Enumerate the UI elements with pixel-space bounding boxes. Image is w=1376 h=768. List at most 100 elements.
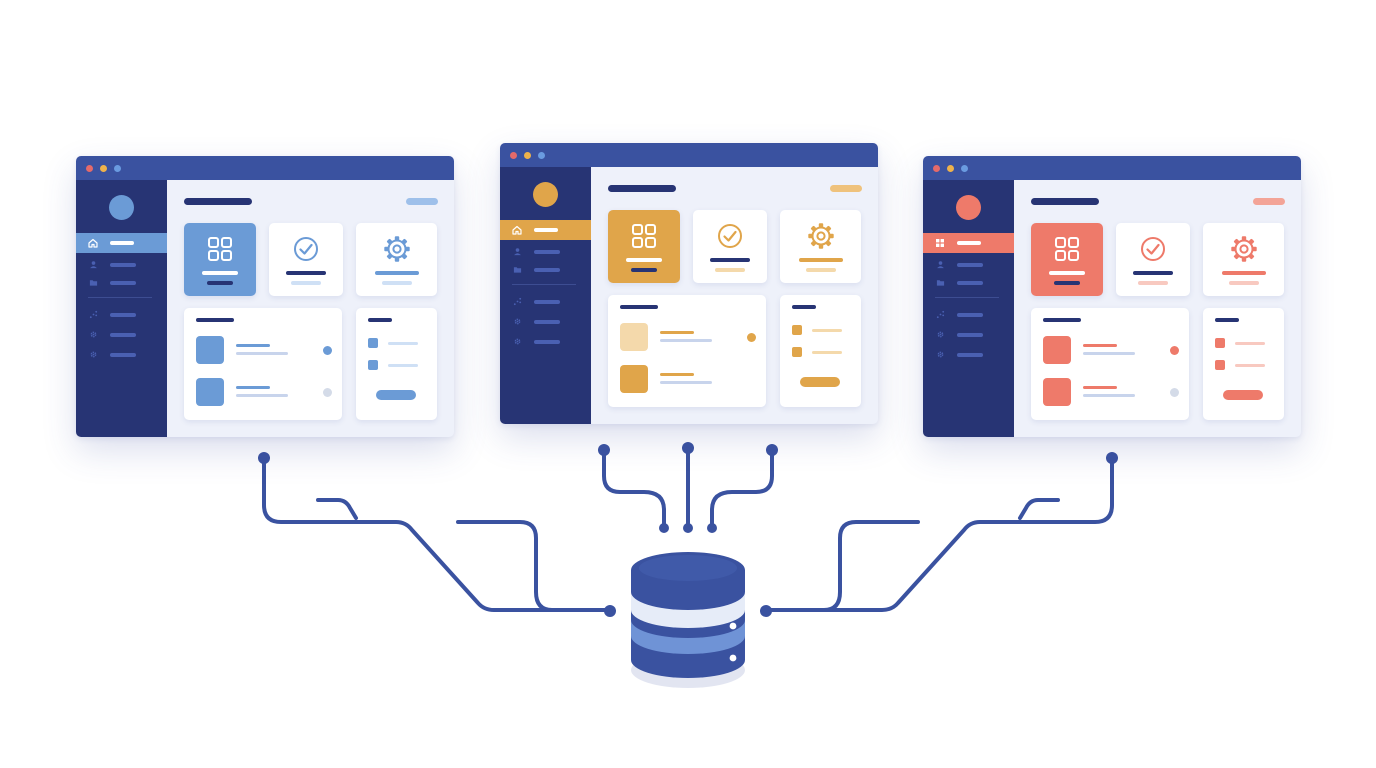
sidebar-item-label	[957, 333, 983, 337]
sidebar-item[interactable]	[923, 328, 1014, 342]
chart-icon	[89, 310, 98, 319]
sidebar-item[interactable]	[76, 258, 167, 272]
list-card-title	[1043, 318, 1081, 322]
grid-icon	[1055, 237, 1079, 261]
checkbox[interactable]	[792, 347, 802, 357]
card-title	[374, 271, 419, 275]
checklist-title	[1215, 318, 1239, 322]
feature-card-settings[interactable]	[780, 210, 861, 283]
gear-icon	[383, 236, 410, 262]
header-action-button[interactable]	[406, 198, 438, 205]
checkbox[interactable]	[1215, 338, 1225, 348]
feature-card-status[interactable]	[269, 223, 343, 296]
maximize-dot-icon[interactable]	[961, 165, 968, 172]
avatar[interactable]	[533, 182, 558, 207]
sidebar-item-label	[534, 340, 560, 344]
grid-icon	[936, 239, 944, 247]
close-dot-icon[interactable]	[510, 152, 517, 159]
sidebar-item[interactable]	[500, 245, 591, 259]
checklist-action-button[interactable]	[800, 377, 840, 387]
minimize-dot-icon[interactable]	[947, 165, 954, 172]
minimize-dot-icon[interactable]	[100, 165, 107, 172]
checklist-title	[368, 318, 392, 322]
list-item-title	[1083, 386, 1117, 389]
user-icon	[90, 261, 97, 269]
list-item-thumbnail	[1043, 336, 1071, 364]
checklist-action-button[interactable]	[376, 390, 416, 400]
feature-card-status[interactable]	[693, 210, 767, 283]
header-action-button[interactable]	[1253, 198, 1285, 205]
feature-card-primary[interactable]	[1031, 223, 1103, 296]
checklist-item-label	[388, 364, 418, 367]
checkbox[interactable]	[792, 325, 802, 335]
connector-left-inner	[456, 520, 608, 612]
sidebar-item[interactable]	[923, 258, 1014, 272]
checklist-item[interactable]	[1215, 338, 1275, 348]
card-subtitle	[207, 281, 233, 285]
sidebar-item[interactable]	[923, 348, 1014, 362]
avatar[interactable]	[956, 195, 981, 220]
list-item[interactable]	[620, 365, 756, 393]
close-dot-icon[interactable]	[933, 165, 940, 172]
checklist-item[interactable]	[792, 325, 852, 335]
connector-right-stub	[1018, 498, 1060, 520]
list-item[interactable]	[1043, 336, 1179, 364]
list-item-subtitle	[236, 394, 288, 397]
checklist-item[interactable]	[368, 338, 428, 348]
card-subtitle	[805, 268, 836, 272]
sidebar-item[interactable]	[500, 315, 591, 329]
page-title	[1031, 198, 1099, 205]
main-content	[1014, 180, 1301, 437]
maximize-dot-icon[interactable]	[538, 152, 545, 159]
status-dot	[323, 346, 332, 355]
sidebar-item[interactable]	[76, 308, 167, 322]
header-action-button[interactable]	[830, 185, 862, 192]
sidebar-item[interactable]	[923, 276, 1014, 290]
sidebar-item[interactable]	[76, 276, 167, 290]
feature-card-primary[interactable]	[608, 210, 680, 283]
sidebar-item-active[interactable]	[76, 233, 167, 253]
gear-icon	[937, 351, 944, 358]
checkbox[interactable]	[368, 360, 378, 370]
sidebar-item-label	[534, 320, 560, 324]
sidebar-item-active[interactable]	[500, 220, 591, 240]
sidebar-item[interactable]	[923, 308, 1014, 322]
sidebar-item-label	[957, 281, 983, 285]
list-item[interactable]	[196, 378, 332, 406]
close-dot-icon[interactable]	[86, 165, 93, 172]
sidebar-item-label	[534, 228, 558, 232]
checklist-item[interactable]	[368, 360, 428, 370]
sidebar-item-label	[110, 241, 134, 245]
checklist-item[interactable]	[1215, 360, 1275, 370]
list-item[interactable]	[196, 336, 332, 364]
checklist-item[interactable]	[792, 347, 852, 357]
checklist-action-button[interactable]	[1223, 390, 1263, 400]
connector-node	[760, 605, 772, 617]
card-subtitle	[1228, 281, 1259, 285]
feature-card-settings[interactable]	[356, 223, 437, 296]
sidebar-divider	[512, 284, 576, 285]
grid-icon	[208, 237, 232, 261]
minimize-dot-icon[interactable]	[524, 152, 531, 159]
sidebar-item-label	[110, 333, 136, 337]
sidebar-item[interactable]	[500, 335, 591, 349]
sidebar-item[interactable]	[76, 348, 167, 362]
feature-card-settings[interactable]	[1203, 223, 1284, 296]
sidebar-item[interactable]	[500, 263, 591, 277]
feature-card-status[interactable]	[1116, 223, 1190, 296]
list-item[interactable]	[1043, 378, 1179, 406]
sidebar-item[interactable]	[76, 328, 167, 342]
sidebar-item-active[interactable]	[923, 233, 1014, 253]
list-item[interactable]	[620, 323, 756, 351]
gear-icon	[90, 331, 97, 338]
avatar[interactable]	[109, 195, 134, 220]
maximize-dot-icon[interactable]	[114, 165, 121, 172]
feature-card-primary[interactable]	[184, 223, 256, 296]
sidebar-item[interactable]	[500, 295, 591, 309]
folder-icon	[936, 280, 945, 286]
check-circle-icon	[294, 237, 318, 261]
card-title	[286, 271, 326, 275]
checkbox[interactable]	[1215, 360, 1225, 370]
checklist-card	[356, 308, 437, 420]
checkbox[interactable]	[368, 338, 378, 348]
